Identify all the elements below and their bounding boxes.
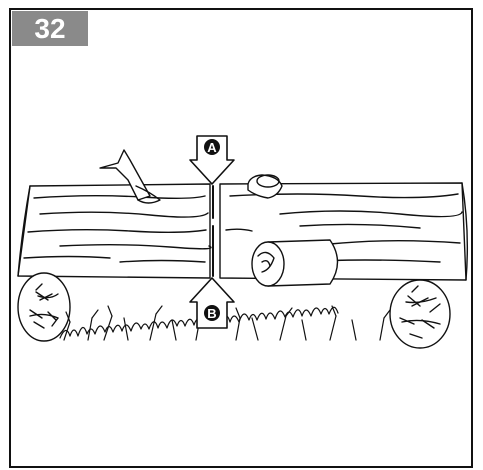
support-log-right	[390, 280, 450, 348]
callout-b-arrow: B	[190, 278, 234, 328]
callout-a-label: A	[207, 140, 217, 155]
limb-end	[252, 240, 338, 286]
log	[18, 183, 467, 280]
callout-b-label: B	[207, 306, 216, 321]
support-log-left	[18, 273, 70, 341]
callout-a-arrow: A	[190, 136, 234, 184]
